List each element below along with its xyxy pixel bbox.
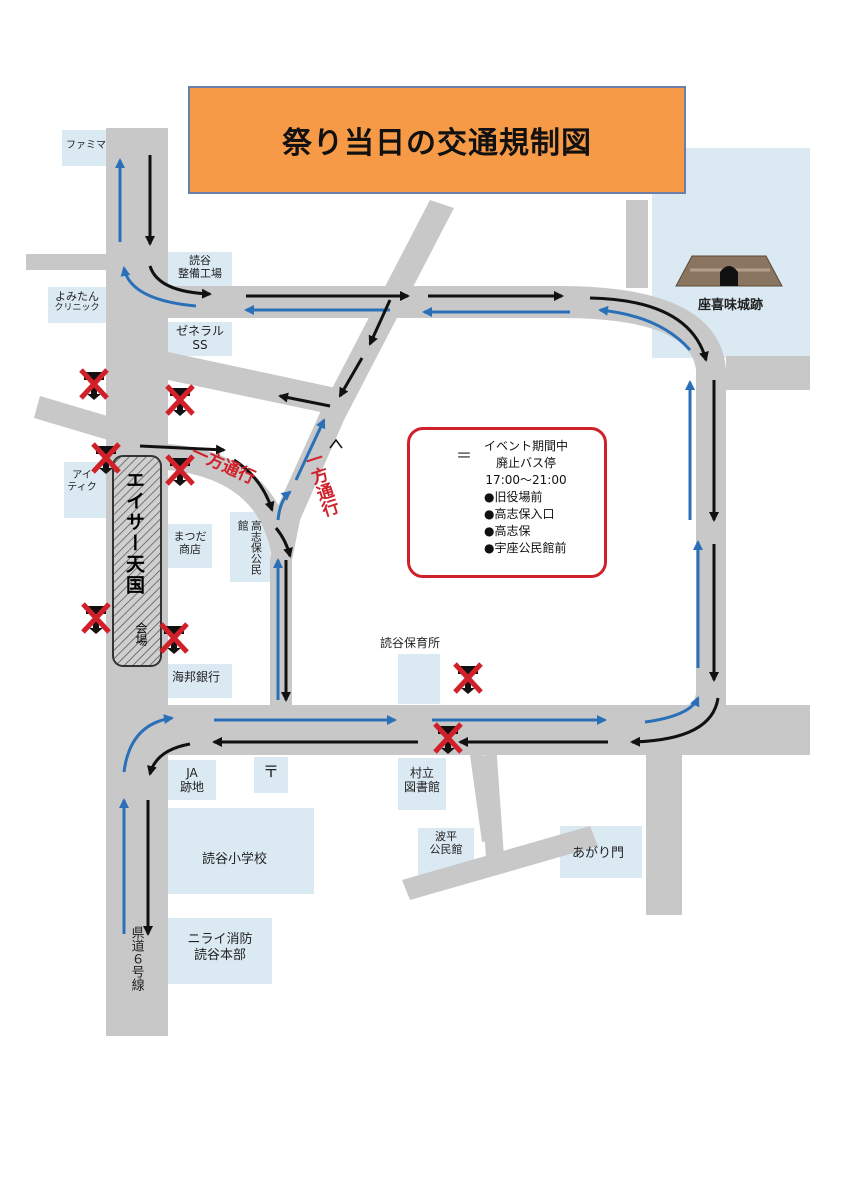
label-hanza-2: 公民館 bbox=[429, 843, 463, 857]
venue-sub: 会場 bbox=[134, 622, 148, 646]
legend-stop-4: ●宇座公民館前 bbox=[484, 541, 567, 555]
legend-heading-2: 廃止バス停 bbox=[496, 456, 557, 470]
label-hanza-1: 波平 bbox=[435, 830, 457, 843]
label-ja: JA 跡地 bbox=[168, 766, 216, 795]
label-library-2: 図書館 bbox=[403, 780, 440, 795]
label-clinic-2: クリニック bbox=[54, 303, 100, 314]
label-matsuda-2: 商店 bbox=[179, 543, 201, 557]
label-clinic: よみたん クリニック bbox=[48, 290, 106, 314]
label-library-1: 村立 bbox=[409, 766, 434, 780]
legend-list: イベント期間中 廃止バス停 17:00～21:00 ●旧役場前 ●高志保入口 ●… bbox=[484, 438, 568, 557]
label-aitique-1: アイ bbox=[72, 470, 92, 481]
title-box: 祭り当日の交通規制図 bbox=[188, 86, 686, 194]
label-school: 読谷小学校 bbox=[202, 852, 268, 867]
label-fire-1: ニライ消防 bbox=[187, 932, 253, 947]
label-route6: 県道６号線 bbox=[128, 926, 144, 991]
label-matsuda-1: まつだ bbox=[173, 530, 207, 543]
blue-arrows bbox=[115, 158, 703, 934]
legend-stop-3: ●高志保 bbox=[484, 524, 531, 538]
legend-stop-1: ●旧役場前 bbox=[484, 490, 543, 504]
label-clinic-1: よみたん bbox=[55, 290, 99, 303]
label-fire-station: ニライ消防 読谷本部 bbox=[168, 932, 272, 963]
legend-stop-2: ●高志保入口 bbox=[484, 507, 555, 521]
label-takashiho-hall: 高志保公民館 bbox=[236, 520, 263, 575]
label-general-ss-2: SS bbox=[192, 338, 208, 353]
label-ja-1: JA bbox=[186, 766, 198, 780]
venue-area bbox=[112, 455, 162, 667]
label-matsuda: まつだ 商店 bbox=[168, 530, 212, 556]
label-general-ss: ゼネラル SS bbox=[168, 324, 232, 353]
label-fire-2: 読谷本部 bbox=[193, 947, 246, 963]
legend-time: 17:00～21:00 bbox=[485, 473, 567, 487]
venue-name: エイサー天国 bbox=[123, 470, 145, 596]
label-agari-gate: あがり門 bbox=[572, 846, 625, 861]
label-ja-2: 跡地 bbox=[179, 780, 204, 795]
castle-icon bbox=[675, 255, 783, 287]
label-aitique: アイ ティク bbox=[62, 470, 102, 494]
label-castle: 座喜味城跡 bbox=[698, 298, 764, 313]
legend-equals: ＝ bbox=[456, 446, 473, 465]
label-hanza: 波平 公民館 bbox=[418, 830, 474, 856]
label-aitique-2: ティク bbox=[67, 482, 97, 493]
label-nursery: 読谷保育所 bbox=[380, 636, 441, 650]
label-famima: ファミマ bbox=[66, 140, 106, 151]
post-icon: 〒 bbox=[262, 762, 279, 781]
legend-heading-1: イベント期間中 bbox=[484, 439, 569, 453]
label-garage: 読谷 整備工場 bbox=[170, 254, 230, 280]
label-kaiho-bank: 海邦銀行 bbox=[172, 670, 221, 684]
page-title: 祭り当日の交通規制図 bbox=[282, 126, 592, 161]
label-library: 村立 図書館 bbox=[398, 766, 446, 795]
label-general-ss-1: ゼネラル bbox=[175, 324, 224, 338]
label-garage-2: 整備工場 bbox=[178, 267, 222, 281]
label-garage-1: 読谷 bbox=[189, 254, 211, 267]
legend-box: ＝ イベント期間中 廃止バス停 17:00～21:00 ●旧役場前 ●高志保入口… bbox=[407, 427, 607, 578]
black-arrows bbox=[139, 155, 720, 936]
